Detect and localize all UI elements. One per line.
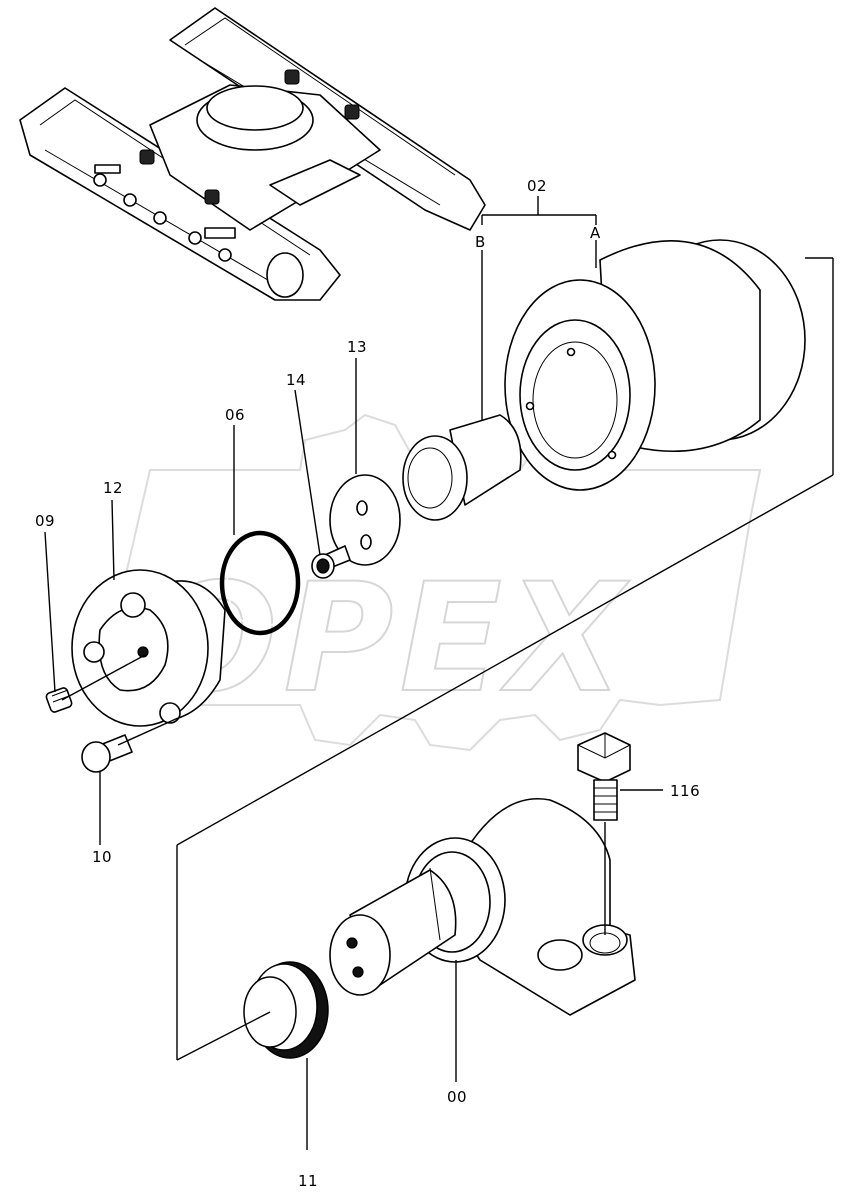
shaft-bracket-00 <box>329 798 636 1016</box>
label-09: 09 <box>35 512 55 530</box>
cover-12 <box>71 569 226 727</box>
hex-bolt-116 <box>577 732 631 821</box>
label-12: 12 <box>103 479 123 497</box>
label-06: 06 <box>225 406 245 424</box>
label-02: 02 <box>527 177 547 195</box>
label-14: 14 <box>286 371 306 389</box>
plug-09 <box>45 687 73 713</box>
thrust-plate-13 <box>329 474 401 566</box>
track-frame-illustration <box>19 7 486 301</box>
idler-wheel-02 <box>504 239 806 491</box>
leader-lines <box>44 196 834 1150</box>
label-B: B <box>475 233 486 251</box>
callout-labels: 02 A B 13 14 06 12 09 10 116 00 11 <box>35 177 700 1190</box>
seal-11 <box>243 961 329 1059</box>
label-10: 10 <box>92 848 112 866</box>
label-11: 11 <box>298 1172 318 1190</box>
watermark-gear-outline <box>118 413 762 752</box>
watermark-text: OPEX <box>150 552 630 726</box>
o-ring-06 <box>219 530 301 636</box>
label-116: 116 <box>670 782 700 800</box>
bolt-10 <box>81 734 133 773</box>
label-13: 13 <box>347 338 367 356</box>
label-00: 00 <box>447 1088 467 1106</box>
bushing-02b <box>402 414 522 521</box>
opex-watermark: OPEX <box>118 413 762 752</box>
bolt-14 <box>311 545 351 579</box>
label-A: A <box>590 224 601 242</box>
